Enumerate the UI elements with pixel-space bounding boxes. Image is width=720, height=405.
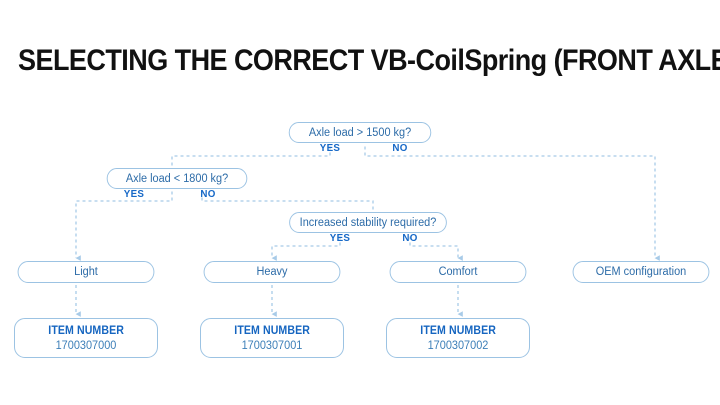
item-number-label: ITEM NUMBER [48, 324, 124, 337]
page-title: SELECTING THE CORRECT VB-CoilSpring (FRO… [18, 44, 720, 77]
decision-increased-stability[interactable]: Increased stability required? [289, 212, 447, 233]
decision-axle-load-1800-yes-label: YES [123, 188, 145, 200]
edge-d1-yes [171, 146, 331, 166]
item-number-value: 1700307002 [427, 339, 489, 352]
item-number-card-heavy[interactable]: ITEM NUMBER 1700307001 [200, 318, 344, 358]
decision-axle-load-1500-yes-label: YES [319, 142, 341, 154]
edge-d2-yes [75, 191, 173, 261]
item-number-label: ITEM NUMBER [420, 324, 496, 337]
decision-axle-load-1800-no-label: NO [200, 188, 216, 200]
item-number-value: 1700307001 [241, 339, 303, 352]
result-heavy[interactable]: Heavy [203, 261, 341, 283]
decision-axle-load-1500-no-label: NO [392, 142, 408, 154]
item-number-card-light[interactable]: ITEM NUMBER 1700307000 [14, 318, 158, 358]
item-number-card-comfort[interactable]: ITEM NUMBER 1700307002 [386, 318, 530, 358]
result-comfort[interactable]: Comfort [389, 261, 527, 283]
result-oem-configuration[interactable]: OEM configuration [572, 261, 710, 283]
edge-d2-no [201, 191, 374, 211]
decision-increased-stability-yes-label: YES [329, 232, 351, 244]
decision-axle-load-1800[interactable]: Axle load < 1800 kg? [106, 168, 248, 189]
result-light[interactable]: Light [17, 261, 155, 283]
decision-axle-load-1500[interactable]: Axle load > 1500 kg? [288, 122, 432, 143]
decision-increased-stability-no-label: NO [402, 232, 418, 244]
item-number-label: ITEM NUMBER [234, 324, 310, 337]
item-number-value: 1700307000 [55, 339, 117, 352]
